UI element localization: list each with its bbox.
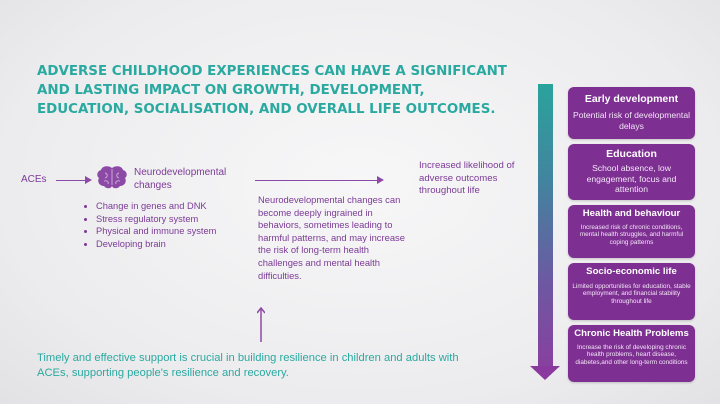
card-education: Education School absence, low engagement… [568,144,695,200]
footer-text: Timely and effective support is crucial … [37,352,459,379]
card-desc: Potential risk of developmental delays [572,110,691,131]
card-desc: Increase the risk of developing chronic … [575,343,688,366]
timeline-bar [538,84,553,368]
card-title: Chronic Health Problems [574,328,689,339]
card-chronic-health: Chronic Health Problems Increase the ris… [568,325,695,382]
card-title: Education [606,148,657,160]
card-early-development: Early development Potential risk of deve… [568,87,695,139]
outcome-text: Increased likelihood of adverse outcomes… [419,160,515,197]
arrow-down-icon [530,366,560,380]
list-item: Physical and immune system [96,225,216,238]
arrow-up-icon [257,307,265,342]
neuro-title: Neurodevelopmental changes [134,167,227,191]
outcome-arrow [255,176,384,184]
card-socio-economic: Socio-economic life Limited opportunitie… [568,263,695,320]
aces-arrow [56,176,92,184]
card-desc: Limited opportunities for education, sta… [572,282,691,305]
brain-icon [97,166,127,189]
middle-text: Neurodevelopmental changes can become de… [258,194,405,281]
card-title: Early development [584,93,679,105]
aces-label: ACEs [21,174,47,185]
card-health-behaviour: Health and behaviour Increased risk of c… [568,205,695,258]
card-title: Health and behaviour [582,208,681,219]
list-item: Stress regulatory system [96,213,216,226]
neuro-bullets: Change in genes and DNK Stress regulator… [84,200,216,250]
card-desc: Increased risk of chronic conditions, me… [579,223,684,246]
outcome-cards: Early development Potential risk of deve… [568,87,695,387]
card-title: Socio-economic life [586,266,677,277]
headline: ADVERSE CHILDHOOD EXPERIENCES CAN HAVE A… [37,64,507,117]
list-item: Change in genes and DNK [96,200,216,213]
list-item: Developing brain [96,238,216,251]
card-desc: School absence, low engagement, focus an… [586,163,677,195]
